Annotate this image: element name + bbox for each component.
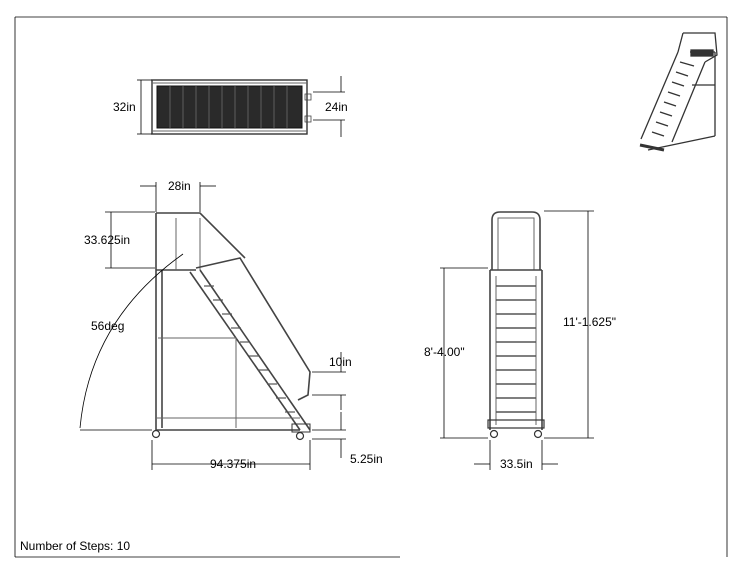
top-view: 32in 24in bbox=[113, 76, 348, 137]
dim-angle: 56deg bbox=[91, 319, 124, 333]
dim-base-width: 33.5in bbox=[500, 457, 533, 471]
dim-toe-height: 5.25in bbox=[350, 452, 383, 466]
side-view: 28in 33.625in 56deg 10in 5.25in 94.375in bbox=[79, 179, 383, 471]
iso-view bbox=[639, 32, 718, 152]
dim-platform-depth: 28in bbox=[168, 179, 191, 193]
dim-platform-height: 8'-4.00" bbox=[424, 345, 465, 359]
dim-base-length: 94.375in bbox=[210, 457, 256, 471]
dim-handrail-height: 33.625in bbox=[84, 233, 130, 247]
front-view: 8'-4.00" 11'-1.625" 33.5in bbox=[424, 210, 616, 471]
sheet-border bbox=[14, 16, 728, 558]
dim-overall-height: 11'-1.625" bbox=[563, 315, 616, 329]
dim-top-width: 32in bbox=[113, 100, 136, 114]
steps-note: Number of Steps: 10 bbox=[20, 539, 131, 553]
dim-top-platform: 24in bbox=[325, 100, 348, 114]
dim-step-depth: 10in bbox=[329, 355, 352, 369]
